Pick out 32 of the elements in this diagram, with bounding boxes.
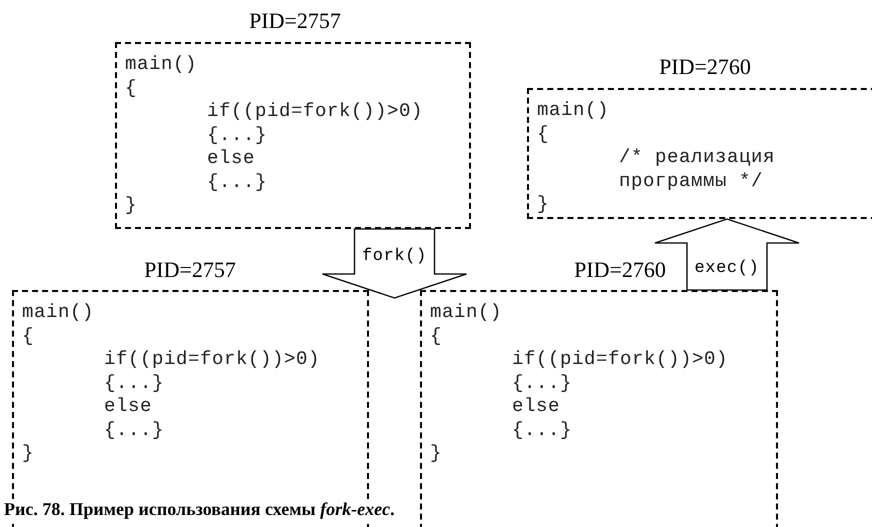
code-line: main() (430, 301, 502, 324)
code-line: } (125, 194, 138, 218)
code-line: main() (125, 53, 198, 76)
process-id-heading: PID=2760 (574, 257, 666, 283)
code-line: {...} (207, 170, 268, 194)
code-line: {...} (104, 418, 164, 442)
code-line: { (430, 324, 442, 348)
process-id-heading: PID=2757 (144, 257, 236, 283)
code-line: if((pid=fork())>0) (104, 348, 320, 372)
code-line: } (430, 442, 442, 466)
code-line: {...} (512, 418, 572, 442)
code-line: else (512, 395, 560, 418)
code-line: {...} (104, 372, 164, 395)
code-line: main() (537, 99, 610, 122)
code-line: if((pid=fork())>0) (207, 100, 424, 124)
code-line: } (537, 193, 550, 216)
code-line: else (104, 395, 152, 418)
code-line: {...} (512, 372, 572, 395)
code-line: else (207, 147, 256, 170)
code-line: { (22, 324, 34, 348)
process-id-heading: PID=2757 (249, 8, 341, 34)
figure-caption: Рис. 78. Пример использования схемы fork-exec. (4, 499, 395, 520)
code-line: { (537, 122, 550, 146)
block-arrow (322, 228, 468, 299)
block-arrow (654, 218, 800, 291)
code-line: } (22, 442, 34, 466)
code-line: /* реализация программы */ (619, 146, 776, 193)
code-line: if((pid=fork())>0) (512, 348, 728, 372)
code-line: {...} (207, 124, 268, 147)
process-id-heading: PID=2760 (659, 54, 751, 80)
code-line: { (125, 76, 138, 100)
code-line: main() (22, 301, 94, 324)
